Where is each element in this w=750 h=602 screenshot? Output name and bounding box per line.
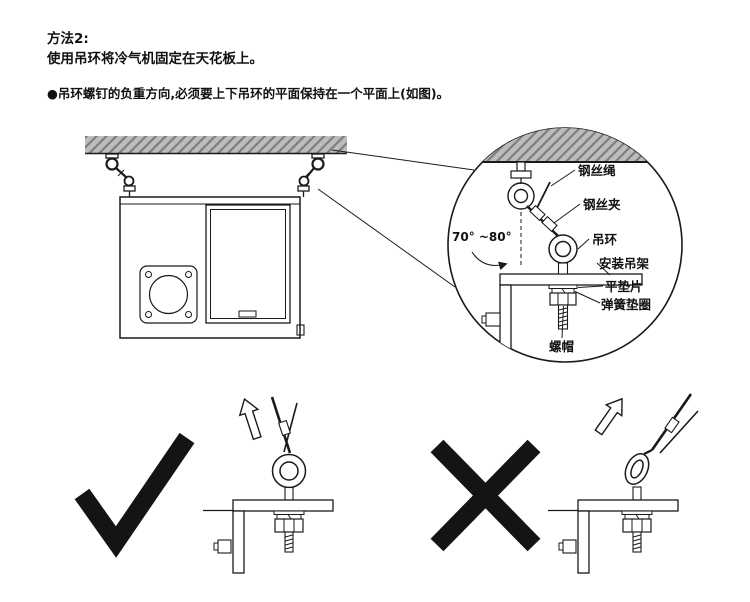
wire-rope-detail xyxy=(526,181,559,237)
check-icon xyxy=(74,432,195,558)
magnifier-line-bottom xyxy=(317,188,456,288)
cross-icon xyxy=(430,439,541,552)
front-panel xyxy=(205,204,291,324)
correct-fastener-stack xyxy=(273,510,305,553)
incorrect-rope xyxy=(650,393,699,454)
wire-clip-label: 钢丝夹 xyxy=(583,197,621,212)
correct-flange-bolt xyxy=(213,539,232,554)
page-subtitle: 使用吊环将冷气机固定在天花板上。 xyxy=(47,51,263,67)
incorrect-bracket-flange xyxy=(577,510,590,574)
leader-lines xyxy=(550,169,611,339)
angle-arc-arrow xyxy=(471,251,508,271)
wire-rope-label: 钢丝绳 xyxy=(578,163,616,178)
correct-bracket-flange xyxy=(232,510,245,574)
correct-installation-figure xyxy=(203,396,334,574)
circular-flange xyxy=(139,265,198,324)
unit-overview-illustration xyxy=(85,136,475,339)
detail-view: 70° ~80° 钢丝绳 钢丝夹 吊环 安装吊架 平垫片 弹簧垫圈 螺帽 xyxy=(447,127,683,363)
ceiling-band xyxy=(85,136,347,153)
angle-label: 70° ~80° xyxy=(452,230,512,244)
incorrect-installation-figure xyxy=(548,393,699,574)
correct-eye-ring xyxy=(271,453,307,489)
correct-rope xyxy=(270,396,298,454)
detail-ceiling-band xyxy=(448,128,682,162)
incorrect-fastener-stack xyxy=(621,510,653,553)
right-hanger-hardware xyxy=(297,153,325,197)
incorrect-flange-bolt xyxy=(558,539,577,554)
spring-washer-label: 弹簧垫圈 xyxy=(601,297,651,312)
side-fitting xyxy=(296,324,305,336)
mounting-bracket-label: 安装吊架 xyxy=(599,256,650,271)
pull-direction-arrow xyxy=(594,397,623,436)
left-hanger-hardware xyxy=(105,153,136,197)
page-title: 方法2: xyxy=(47,31,89,47)
magnifier-line-top xyxy=(331,149,475,171)
bracket-detail xyxy=(481,273,643,362)
eye-ring-label: 吊环 xyxy=(592,232,618,247)
correct-bracket-plate xyxy=(232,499,334,512)
flat-washer-label: 平垫片 xyxy=(605,279,643,294)
pull-direction-arrow xyxy=(238,397,262,441)
ceiling-anchor xyxy=(507,161,535,210)
note-bullet-text: ●吊环螺钉的负重方向,必须要上下吊环的平面保持在一个平面上(如图)。 xyxy=(47,86,450,101)
incorrect-bracket-plate xyxy=(577,499,679,512)
incorrect-eye-ring-tilted xyxy=(624,453,650,485)
nut-label: 螺帽 xyxy=(549,339,574,354)
